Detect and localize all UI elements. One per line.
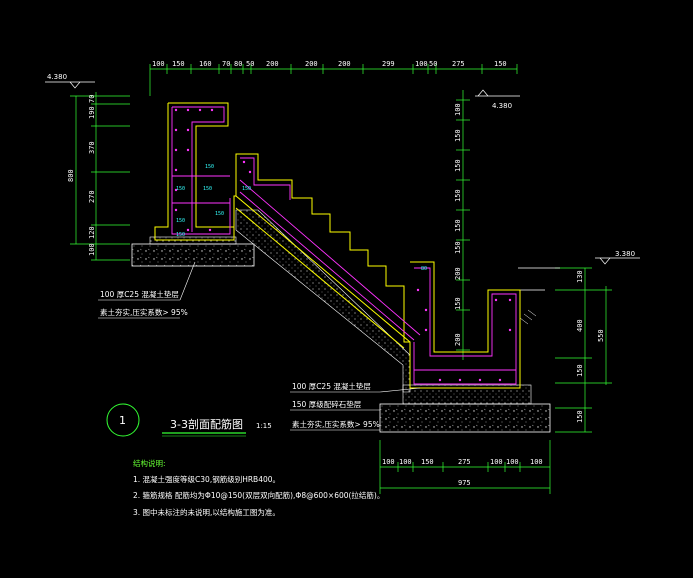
- note-line: 3. 图中未标注的未说明,以结构施工图为准。: [133, 507, 280, 517]
- elevation-label: 4.380: [47, 73, 67, 81]
- left-dim: 70: [88, 95, 96, 103]
- left-layer-notes: 100 厚C25 混凝土垫层 素土夯实,压实系数> 95%: [98, 261, 196, 319]
- drawing-number: 1: [119, 414, 126, 427]
- left-dim: 120: [88, 226, 96, 239]
- bottom-dim: 100: [490, 458, 503, 466]
- stair-outline: [154, 102, 521, 389]
- top-dim: 100: [152, 60, 165, 68]
- top-dim: 150: [494, 60, 507, 68]
- top-dim: 275: [452, 60, 465, 68]
- right-dim: 150: [576, 410, 584, 423]
- notes-heading: 结构说明:: [133, 458, 166, 468]
- layer-note: 素土夯实,压实系数> 95%: [292, 419, 380, 429]
- bottom-dim-total: 975: [458, 479, 471, 487]
- drawing-title-block: 1 3-3剖面配筋图 1:15: [106, 403, 272, 437]
- drawing-scale: 1:15: [256, 422, 272, 430]
- inner-label: 150: [203, 186, 212, 192]
- layer-note: 素土夯实,压实系数> 95%: [100, 307, 188, 317]
- left-dimension-chain: [70, 92, 130, 261]
- mid-dim: 150: [454, 241, 462, 254]
- top-dim: 70: [222, 60, 230, 68]
- right-dim: 130: [576, 270, 584, 283]
- left-dimension-texts: 70 190 370 270 120 100 800: [67, 95, 96, 256]
- elevation-marker-top-left: 4.380: [45, 73, 95, 89]
- mid-dim: 150: [454, 159, 462, 172]
- elevation-marker-right-mid: 3.380: [595, 250, 640, 265]
- inner-label: 150: [176, 232, 185, 238]
- inner-label: 150: [205, 164, 214, 170]
- inner-label: 150: [215, 211, 224, 217]
- left-dim: 270: [88, 190, 96, 203]
- inner-label: 150: [242, 186, 251, 192]
- layer-note: 100 厚C25 混凝土垫层: [292, 381, 371, 391]
- top-dim: 100: [415, 60, 428, 68]
- mid-dim: 200: [454, 267, 462, 280]
- top-dim: 200: [338, 60, 351, 68]
- mid-dim: 100: [454, 103, 462, 116]
- right-dimension-chain: [555, 267, 612, 433]
- sloped-gravel-bed: [235, 209, 411, 393]
- top-dim: 200: [266, 60, 279, 68]
- bottom-dim: 100: [530, 458, 543, 466]
- right-layer-notes: 100 厚C25 混凝土垫层 150 厚级配碎石垫层 素土夯实,压实系数> 95…: [290, 381, 421, 431]
- note-line: 2. 箍筋规格 配筋均为Φ10@150(双层双向配筋),Φ8@600×600(拉…: [133, 490, 384, 500]
- rebar-layout: [171, 106, 517, 385]
- elevation-label: 3.380: [615, 250, 635, 258]
- rebar-dots: [174, 108, 512, 382]
- top-dim: 160: [199, 60, 212, 68]
- inner-labels: 150 150 150 150 150 150 150 80: [176, 164, 427, 272]
- bottom-dim: 150: [421, 458, 434, 466]
- layer-note: 100 厚C25 混凝土垫层: [100, 289, 179, 299]
- bottom-dim: 100: [399, 458, 412, 466]
- top-dim: 50: [246, 60, 254, 68]
- top-dim: 200: [305, 60, 318, 68]
- bottom-dim: 100: [506, 458, 519, 466]
- left-foundation: [131, 236, 255, 267]
- left-dim: 370: [88, 141, 96, 154]
- top-dimension-chain: [149, 64, 518, 96]
- mid-dim: 150: [454, 219, 462, 232]
- top-dim: 299: [382, 60, 395, 68]
- mid-dim: 200: [454, 333, 462, 346]
- structural-notes: 结构说明: 1. 混凝土强度等级C30,钢筋级别HRB400。 2. 箍筋规格 …: [133, 458, 384, 517]
- right-dimension-texts: 130 400 150 150 550: [576, 270, 605, 423]
- top-dim: 150: [172, 60, 185, 68]
- top-dim: 50: [429, 60, 437, 68]
- bottom-dim: 100: [382, 458, 395, 466]
- drawing-title: 3-3剖面配筋图: [170, 417, 243, 431]
- right-ground-line: [518, 267, 560, 325]
- layer-note: 150 厚级配碎石垫层: [292, 399, 362, 409]
- right-dim: 400: [576, 319, 584, 332]
- top-dim: 80: [234, 60, 242, 68]
- bottom-dim: 275: [458, 458, 471, 466]
- elevation-label: 4.380: [492, 102, 512, 110]
- inner-label: 80: [421, 266, 427, 272]
- mid-dim: 150: [454, 129, 462, 142]
- elevation-marker-top-right: 4.380: [475, 89, 520, 110]
- left-dim: 190: [88, 106, 96, 119]
- right-dim-total: 550: [597, 329, 605, 342]
- right-dim: 150: [576, 364, 584, 377]
- right-foundation: [379, 384, 551, 433]
- left-dim: 100: [88, 243, 96, 256]
- top-dimension-texts: 100 150 160 70 80 50 200 200 200 299 100…: [152, 60, 507, 68]
- note-line: 1. 混凝土强度等级C30,钢筋级别HRB400。: [133, 474, 280, 484]
- right-mid-dimension-texts: 100 150 150 150 150 150 200 150 200: [454, 103, 462, 346]
- bottom-dimension-chain: [379, 440, 551, 494]
- mid-dim: 150: [454, 189, 462, 202]
- left-dim-total: 800: [67, 169, 75, 182]
- inner-label: 150: [176, 186, 185, 192]
- mid-dim: 150: [454, 297, 462, 310]
- right-mid-dimension-chain: [456, 90, 470, 360]
- inner-label: 150: [176, 218, 185, 224]
- bottom-dimension-texts: 100 100 150 275 100 100 100 975: [382, 458, 543, 487]
